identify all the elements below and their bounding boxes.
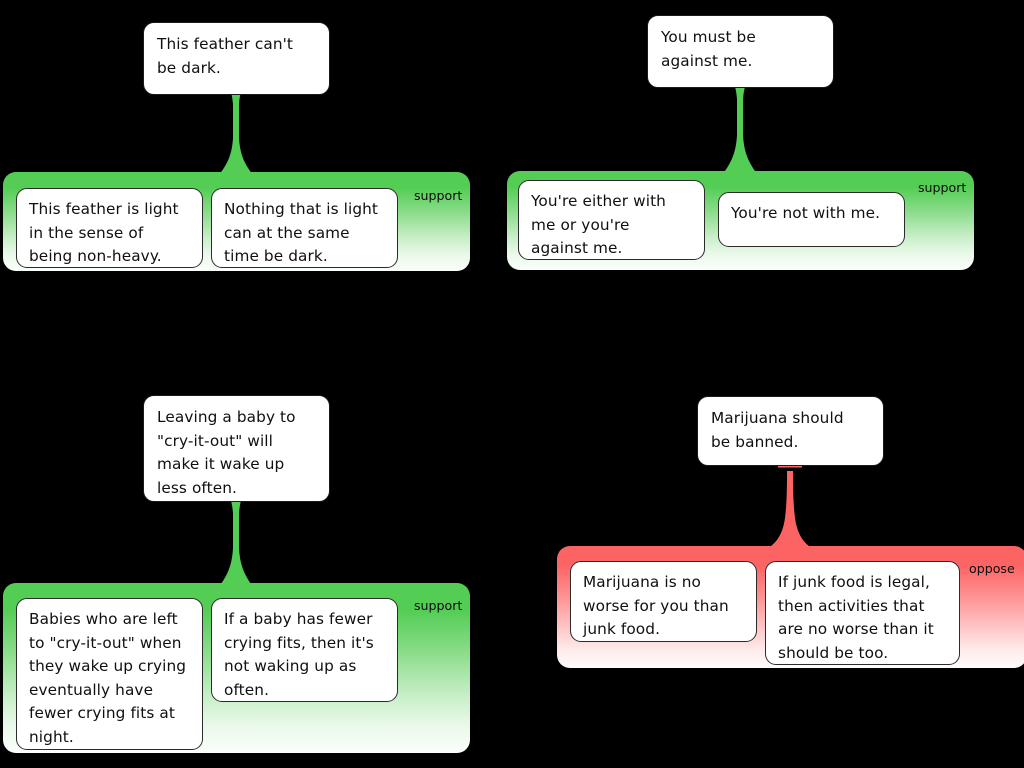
claim-box-marijuana[interactable]: Marijuana should be banned. — [697, 396, 884, 466]
relation-label-false-dilemma: support — [918, 180, 967, 195]
relation-label-cry-it-out: support — [414, 598, 463, 613]
support-connector-feather — [218, 86, 254, 178]
relation-label-marijuana: oppose — [969, 561, 1015, 576]
claim-box-feather[interactable]: This feather can't be dark. — [143, 22, 330, 95]
support-connector-cry-it-out — [218, 494, 254, 590]
support-connector-false-dilemma — [722, 80, 758, 177]
premise-box-marijuana-1[interactable]: Marijuana is no worse for you than junk … — [570, 561, 757, 642]
premise-box-false-dilemma-2[interactable]: You're not with me. — [718, 192, 905, 247]
premise-box-false-dilemma-1[interactable]: You're either with me or you're against … — [518, 180, 705, 260]
premise-box-marijuana-2[interactable]: If junk food is legal, then activities t… — [765, 561, 960, 665]
premise-box-feather-1[interactable]: This feather is light in the sense of be… — [16, 188, 203, 268]
premise-box-feather-2[interactable]: Nothing that is light can at the same ti… — [211, 188, 398, 268]
oppose-connector-marijuana — [768, 464, 812, 550]
claim-box-cry-it-out[interactable]: Leaving a baby to "cry-it-out" will make… — [143, 395, 330, 502]
premise-box-cry-it-out-1[interactable]: Babies who are left to "cry-it-out" when… — [16, 598, 203, 750]
premise-box-cry-it-out-2[interactable]: If a baby has fewer crying fits, then it… — [211, 598, 398, 702]
claim-box-false-dilemma[interactable]: You must be against me. — [647, 15, 834, 88]
relation-label-feather: support — [414, 188, 463, 203]
